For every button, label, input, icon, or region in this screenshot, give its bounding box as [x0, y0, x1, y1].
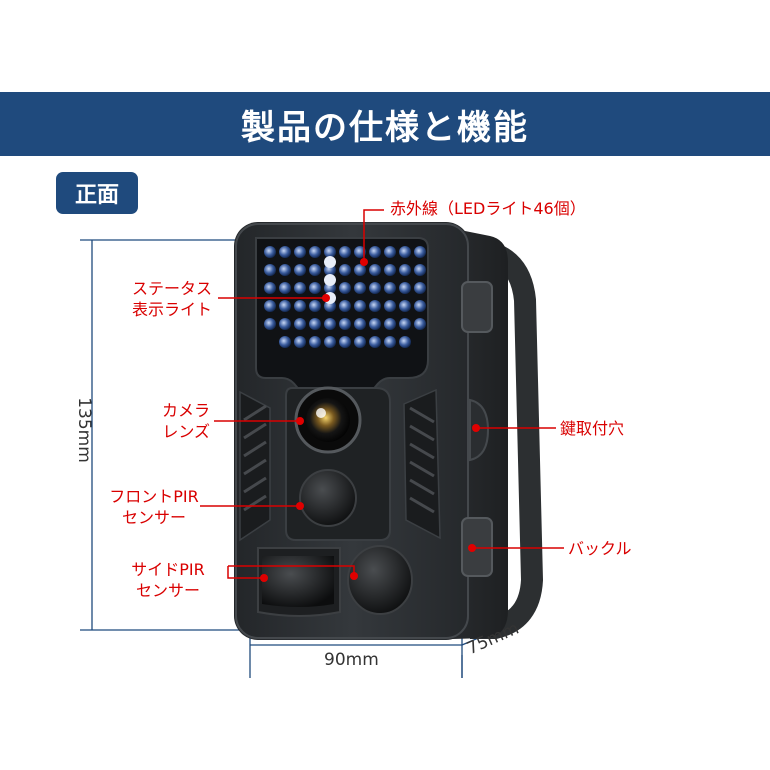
infrared-led	[384, 300, 396, 312]
callout-status-light-line1: ステータス	[131, 279, 212, 298]
infrared-led	[369, 246, 381, 258]
infrared-led	[309, 318, 321, 330]
callout-side-pir: サイドPIR センサー	[120, 559, 216, 601]
infrared-led	[414, 282, 426, 294]
infrared-led	[414, 264, 426, 276]
infrared-led	[279, 282, 291, 294]
side-pir-sensor-left	[262, 556, 334, 607]
callout-lens-line2: レンズ	[162, 422, 210, 441]
infrared-led	[294, 264, 306, 276]
callout-infrared: 赤外線（LEDライト46個）	[390, 199, 586, 218]
callout-front-pir-line1: フロントPIR	[109, 487, 199, 506]
infrared-led	[279, 336, 291, 348]
infrared-led	[309, 336, 321, 348]
infrared-led-array	[264, 246, 426, 348]
callout-buckle: バックル	[568, 539, 632, 558]
callout-status-light: ステータス 表示ライト	[112, 278, 212, 320]
infrared-led	[384, 264, 396, 276]
front-view-badge: 正面	[56, 172, 138, 214]
callout-lens-line1: カメラ	[161, 401, 210, 420]
infrared-led	[309, 300, 321, 312]
side-pir-sensor-right	[347, 545, 413, 615]
infrared-led	[279, 264, 291, 276]
buckle-upper	[461, 281, 493, 333]
callout-front-pir: フロントPIR センサー	[104, 486, 204, 528]
infrared-led	[399, 246, 411, 258]
infrared-led	[399, 336, 411, 348]
infrared-led	[369, 336, 381, 348]
infrared-led	[414, 246, 426, 258]
infrared-led-panel	[255, 237, 429, 395]
infrared-led	[324, 246, 336, 258]
infrared-led	[294, 336, 306, 348]
infrared-led	[264, 318, 276, 330]
infrared-led	[399, 318, 411, 330]
infrared-led	[384, 282, 396, 294]
infrared-led	[264, 300, 276, 312]
buckle-lower	[461, 517, 493, 577]
infrared-led	[294, 300, 306, 312]
front-pir-sensor	[299, 469, 357, 527]
infrared-led	[309, 282, 321, 294]
right-vent	[403, 388, 441, 540]
infrared-led	[279, 246, 291, 258]
status-led	[324, 256, 336, 268]
infrared-led	[339, 282, 351, 294]
infrared-led	[294, 282, 306, 294]
infrared-led	[354, 282, 366, 294]
infrared-led	[414, 300, 426, 312]
infrared-led	[309, 246, 321, 258]
callout-line-infrared	[363, 209, 384, 262]
infrared-led	[384, 246, 396, 258]
infrared-led	[339, 246, 351, 258]
infrared-led	[324, 318, 336, 330]
infrared-led	[354, 246, 366, 258]
infrared-led	[399, 264, 411, 276]
callout-front-pir-line2: センサー	[121, 508, 186, 527]
infrared-led	[264, 282, 276, 294]
status-led	[324, 274, 336, 286]
infrared-led	[324, 336, 336, 348]
infrared-led	[294, 246, 306, 258]
dimension-height-line	[80, 239, 250, 631]
infrared-led	[339, 318, 351, 330]
infrared-led	[369, 318, 381, 330]
infrared-led	[264, 246, 276, 258]
page-title: 製品の仕様と機能	[0, 92, 770, 156]
callout-lock-hole: 鍵取付穴	[560, 419, 625, 438]
infrared-led	[414, 318, 426, 330]
infrared-led	[339, 300, 351, 312]
infrared-led	[399, 282, 411, 294]
infrared-led	[369, 264, 381, 276]
callout-status-light-line2: 表示ライト	[131, 300, 212, 319]
infrared-led	[384, 318, 396, 330]
callout-side-pir-line2: センサー	[135, 581, 200, 600]
dimension-width-label: 90mm	[324, 650, 379, 670]
infrared-led	[294, 318, 306, 330]
callout-camera-lens: カメラ レンズ	[130, 400, 210, 442]
infrared-led	[399, 300, 411, 312]
callout-line-side-pir-left	[227, 566, 264, 579]
infrared-led	[279, 318, 291, 330]
infrared-led	[339, 336, 351, 348]
infrared-led	[354, 318, 366, 330]
infrared-led	[354, 264, 366, 276]
infrared-led	[339, 264, 351, 276]
dimension-height-label: 135mm	[74, 397, 94, 463]
infrared-led	[369, 282, 381, 294]
infrared-led	[309, 264, 321, 276]
callout-side-pir-line1: サイドPIR	[131, 560, 205, 579]
infrared-led	[279, 300, 291, 312]
infrared-led	[264, 264, 276, 276]
infrared-led	[354, 336, 366, 348]
infrared-led	[354, 300, 366, 312]
infrared-led	[384, 336, 396, 348]
infrared-led	[369, 300, 381, 312]
